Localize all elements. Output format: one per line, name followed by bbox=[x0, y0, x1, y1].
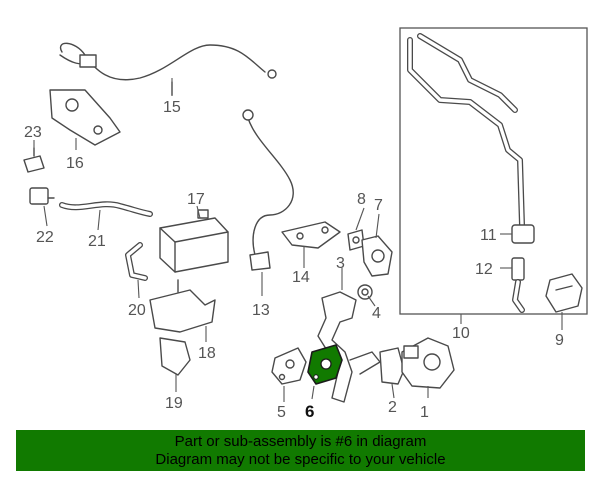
callout-17: 17 bbox=[187, 191, 205, 208]
callout-1: 1 bbox=[420, 404, 429, 421]
callout-5: 5 bbox=[277, 404, 286, 421]
callout-14: 14 bbox=[292, 269, 310, 286]
part-16-bracket[interactable] bbox=[49, 89, 121, 146]
callout-11: 11 bbox=[480, 227, 497, 244]
callout-20: 20 bbox=[128, 302, 146, 319]
part-5-gasket[interactable] bbox=[271, 347, 307, 385]
callout-9: 9 bbox=[555, 332, 564, 349]
part-19-shield[interactable] bbox=[159, 337, 191, 376]
part-6-gasket-highlighted[interactable] bbox=[307, 344, 343, 385]
part-10-frame bbox=[399, 27, 588, 315]
banner-line-2: Diagram may not be specific to your vehi… bbox=[155, 451, 446, 468]
part-13-sensor[interactable] bbox=[242, 109, 294, 271]
callout-18: 18 bbox=[198, 345, 216, 362]
callout-3: 3 bbox=[336, 255, 345, 272]
part-20-hose[interactable] bbox=[125, 242, 148, 281]
part-1-valve[interactable] bbox=[401, 337, 455, 389]
part-21-hose[interactable] bbox=[59, 201, 153, 217]
part-4-washer[interactable] bbox=[357, 284, 373, 300]
callout-labels: 1 2 3 4 5 6 7 8 9 10 11 12 13 14 15 16 1… bbox=[24, 99, 564, 421]
callout-10: 10 bbox=[452, 325, 470, 342]
banner-line-1: Part or sub-assembly is #6 in diagram bbox=[174, 433, 427, 450]
part-7-valve[interactable] bbox=[361, 235, 393, 277]
callout-21: 21 bbox=[88, 233, 106, 250]
part-22-connector[interactable] bbox=[29, 187, 55, 205]
part-15-wire bbox=[59, 42, 266, 81]
info-banner: Part or sub-assembly is #6 in diagram Di… bbox=[16, 430, 585, 471]
part-14-bracket[interactable] bbox=[281, 221, 341, 249]
callout-12: 12 bbox=[475, 261, 493, 278]
callout-13: 13 bbox=[252, 302, 270, 319]
part-15-harness[interactable] bbox=[59, 42, 277, 96]
callout-8: 8 bbox=[357, 191, 366, 208]
callout-19: 19 bbox=[165, 395, 183, 412]
callout-15: 15 bbox=[163, 99, 181, 116]
part-10-assembly[interactable] bbox=[399, 27, 588, 315]
part-9-clamp[interactable] bbox=[545, 273, 583, 313]
callout-7: 7 bbox=[374, 197, 383, 214]
callout-16: 16 bbox=[66, 155, 84, 172]
part-2-gasket[interactable] bbox=[379, 347, 405, 385]
callout-23: 23 bbox=[24, 124, 42, 141]
part-12-valve[interactable] bbox=[511, 257, 525, 281]
part-8-gasket[interactable] bbox=[347, 229, 365, 251]
callout-22: 22 bbox=[36, 229, 54, 246]
callout-6[interactable]: 6 bbox=[305, 402, 314, 421]
callout-4: 4 bbox=[372, 305, 381, 322]
callout-2: 2 bbox=[388, 399, 397, 416]
part-18-bracket[interactable] bbox=[149, 279, 216, 333]
part-11-clamp[interactable] bbox=[511, 224, 535, 244]
leader-lines bbox=[33, 78, 563, 402]
part-17-canister[interactable] bbox=[159, 209, 229, 273]
